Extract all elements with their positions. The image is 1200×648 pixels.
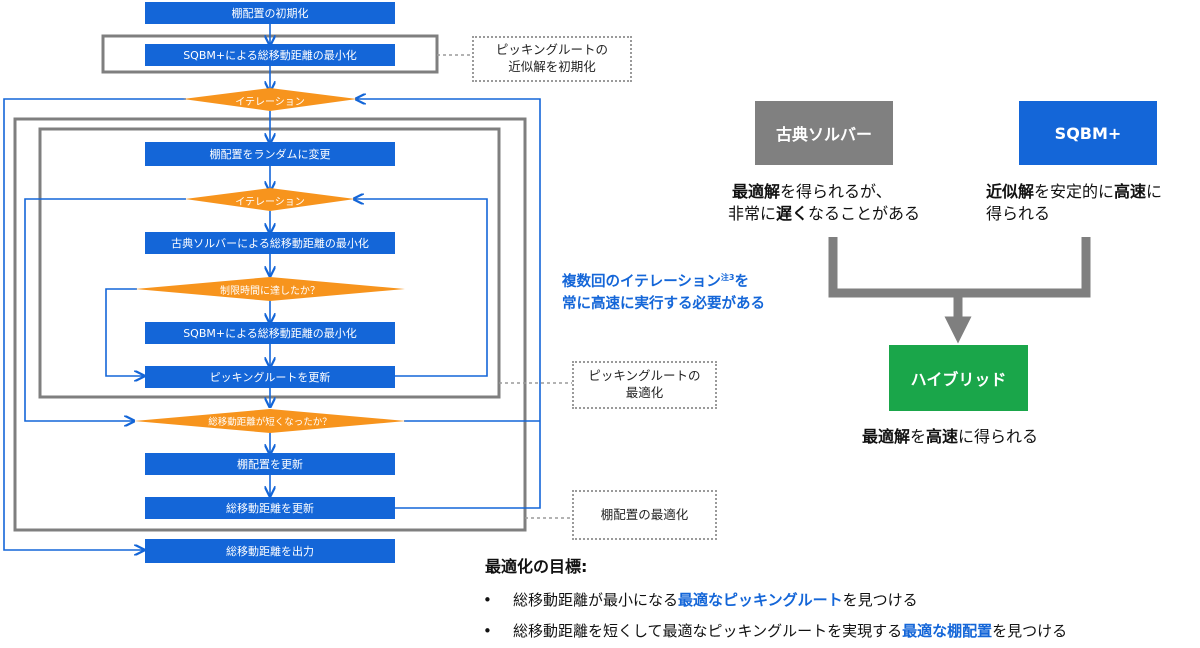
sqbm-min-box-1: SQBM+による総移動距離の最小化 [145, 44, 395, 66]
update-distance-box: 総移動距離を更新 [145, 497, 395, 519]
goals-title: 最適化の目標: [485, 557, 588, 576]
note-route-opt: ピッキングルートの 最適化 [572, 361, 717, 409]
sqbm-solver-desc: 近似解を安定的に高速に 得られる [986, 182, 1163, 224]
goal-item-2: • 総移動距離を短くして最適なピッキングルートを実現する最適な棚配置を見つける [483, 621, 1068, 641]
note-route-init-line1: ピッキングルートの [495, 42, 609, 58]
note-route-opt-line1: ピッキングルートの [588, 368, 701, 384]
note-route-init: ピッキングルートの 近似解を初期化 [472, 36, 632, 82]
iteration-note-line2: 常に高速に実行する必要がある [562, 295, 765, 312]
sqbm-solver-box: SQBM+ [1019, 101, 1157, 165]
sqbm-min-box-2: SQBM+による総移動距離の最小化 [145, 322, 395, 344]
classic-solver-box: 古典ソルバー [755, 101, 893, 165]
outer-iteration-diamond [183, 88, 357, 111]
hybrid-solver-desc: 最適解を高速に得られる [862, 427, 1039, 446]
note-shelf-opt: 棚配置の最適化 [572, 490, 717, 540]
footnote-mark: 注3 [720, 273, 735, 283]
shorter-check-diamond [134, 409, 406, 433]
note-route-opt-line2: 最適化 [625, 385, 664, 400]
iteration-note-line1: 複数回のイテレーション注3を [562, 273, 749, 290]
classic-min-box: 古典ソルバーによる総移動距離の最小化 [145, 232, 395, 254]
update-route-box: ピッキングルートを更新 [145, 366, 395, 388]
time-limit-label: 制限時間に達したか？ [220, 285, 320, 297]
note-route-init-line2: 近似解を初期化 [508, 59, 596, 74]
bullet-2: • [483, 621, 492, 640]
goals-list: • 総移動距離が最小になる最適なピッキングルートを見つける • 総移動距離を短く… [483, 584, 1067, 646]
bullet-1: • [483, 590, 492, 609]
iteration-note: 複数回のイテレーション注3を 常に高速に実行する必要がある [562, 272, 765, 316]
goal-item-1: • 総移動距離が最小になる最適なピッキングルートを見つける [483, 590, 918, 610]
shorter-check-label: 総移動距離が短くなったか？ [208, 417, 332, 428]
outer-iteration-label: イテレーション [235, 96, 305, 108]
classic-solver-desc: 最適解を得られるが、 非常に遅くなることがある [728, 182, 921, 224]
time-limit-diamond [135, 277, 405, 301]
update-shelf-box: 棚配置を更新 [145, 453, 395, 475]
note-shelf-opt-text: 棚配置の最適化 [600, 506, 689, 522]
init-shelf-box: 棚配置の初期化 [145, 2, 395, 24]
random-shelf-box: 棚配置をランダムに変更 [145, 142, 395, 166]
inner-iteration-label: イテレーション [235, 196, 305, 208]
hybrid-solver-box: ハイブリッド [889, 345, 1028, 411]
output-box: 総移動距離を出力 [145, 539, 395, 563]
inner-iteration-diamond [185, 188, 355, 211]
